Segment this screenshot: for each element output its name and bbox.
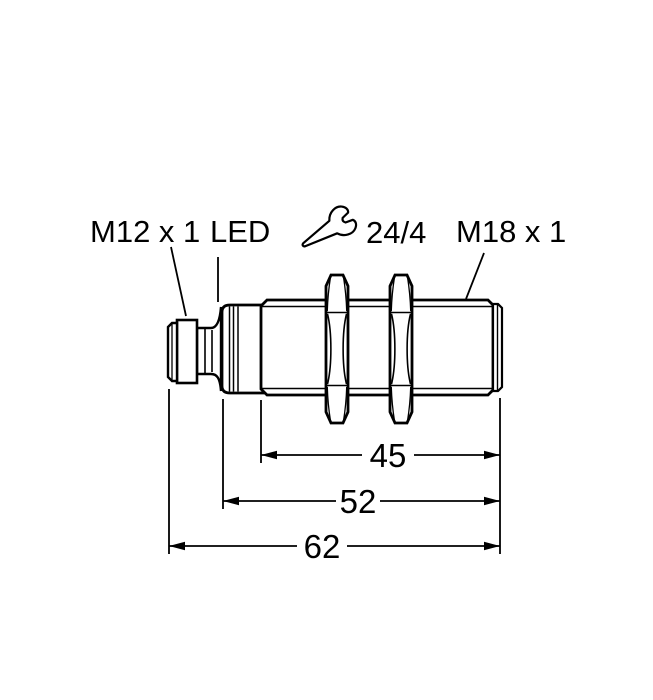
- led-housing: [220, 303, 265, 395]
- dimension-45-value: 45: [370, 437, 407, 474]
- m12-leader-line: [170, 246, 187, 317]
- connector-thread-band: [175, 318, 199, 385]
- hex-nut-right: [388, 273, 414, 425]
- label-connector-thread: M12 x 1: [90, 214, 200, 249]
- dimension-52: 52: [223, 483, 500, 520]
- sensor-body: [166, 273, 504, 425]
- m18-barrel: [259, 298, 504, 397]
- dimension-62: 62: [169, 528, 500, 565]
- label-led: LED: [210, 214, 270, 249]
- hex-nut-left: [324, 273, 350, 425]
- m12-connector: [166, 306, 223, 392]
- extension-lines: [168, 389, 501, 554]
- dimension-62-arrow-right: [484, 541, 500, 551]
- dimension-62-value: 62: [304, 528, 341, 565]
- label-barrel-thread: M18 x 1: [456, 214, 566, 249]
- leader-lines: [170, 246, 485, 317]
- label-wrench-spec: 24/4: [366, 215, 426, 250]
- dimension-62-arrow-left: [169, 541, 185, 551]
- wrench-icon: [301, 205, 358, 248]
- connector-neck-flare: [195, 306, 223, 392]
- dimension-52-arrow-left: [223, 496, 239, 506]
- m18-leader-line: [465, 252, 485, 300]
- housing-outline: [220, 303, 265, 395]
- barrel-outline: [259, 298, 495, 397]
- dimension-45-arrow-left: [261, 450, 277, 460]
- dimension-45-arrow-right: [484, 450, 500, 460]
- dimension-45: 45: [261, 437, 500, 474]
- dimension-52-value: 52: [340, 483, 377, 520]
- dimension-52-arrow-right: [484, 496, 500, 506]
